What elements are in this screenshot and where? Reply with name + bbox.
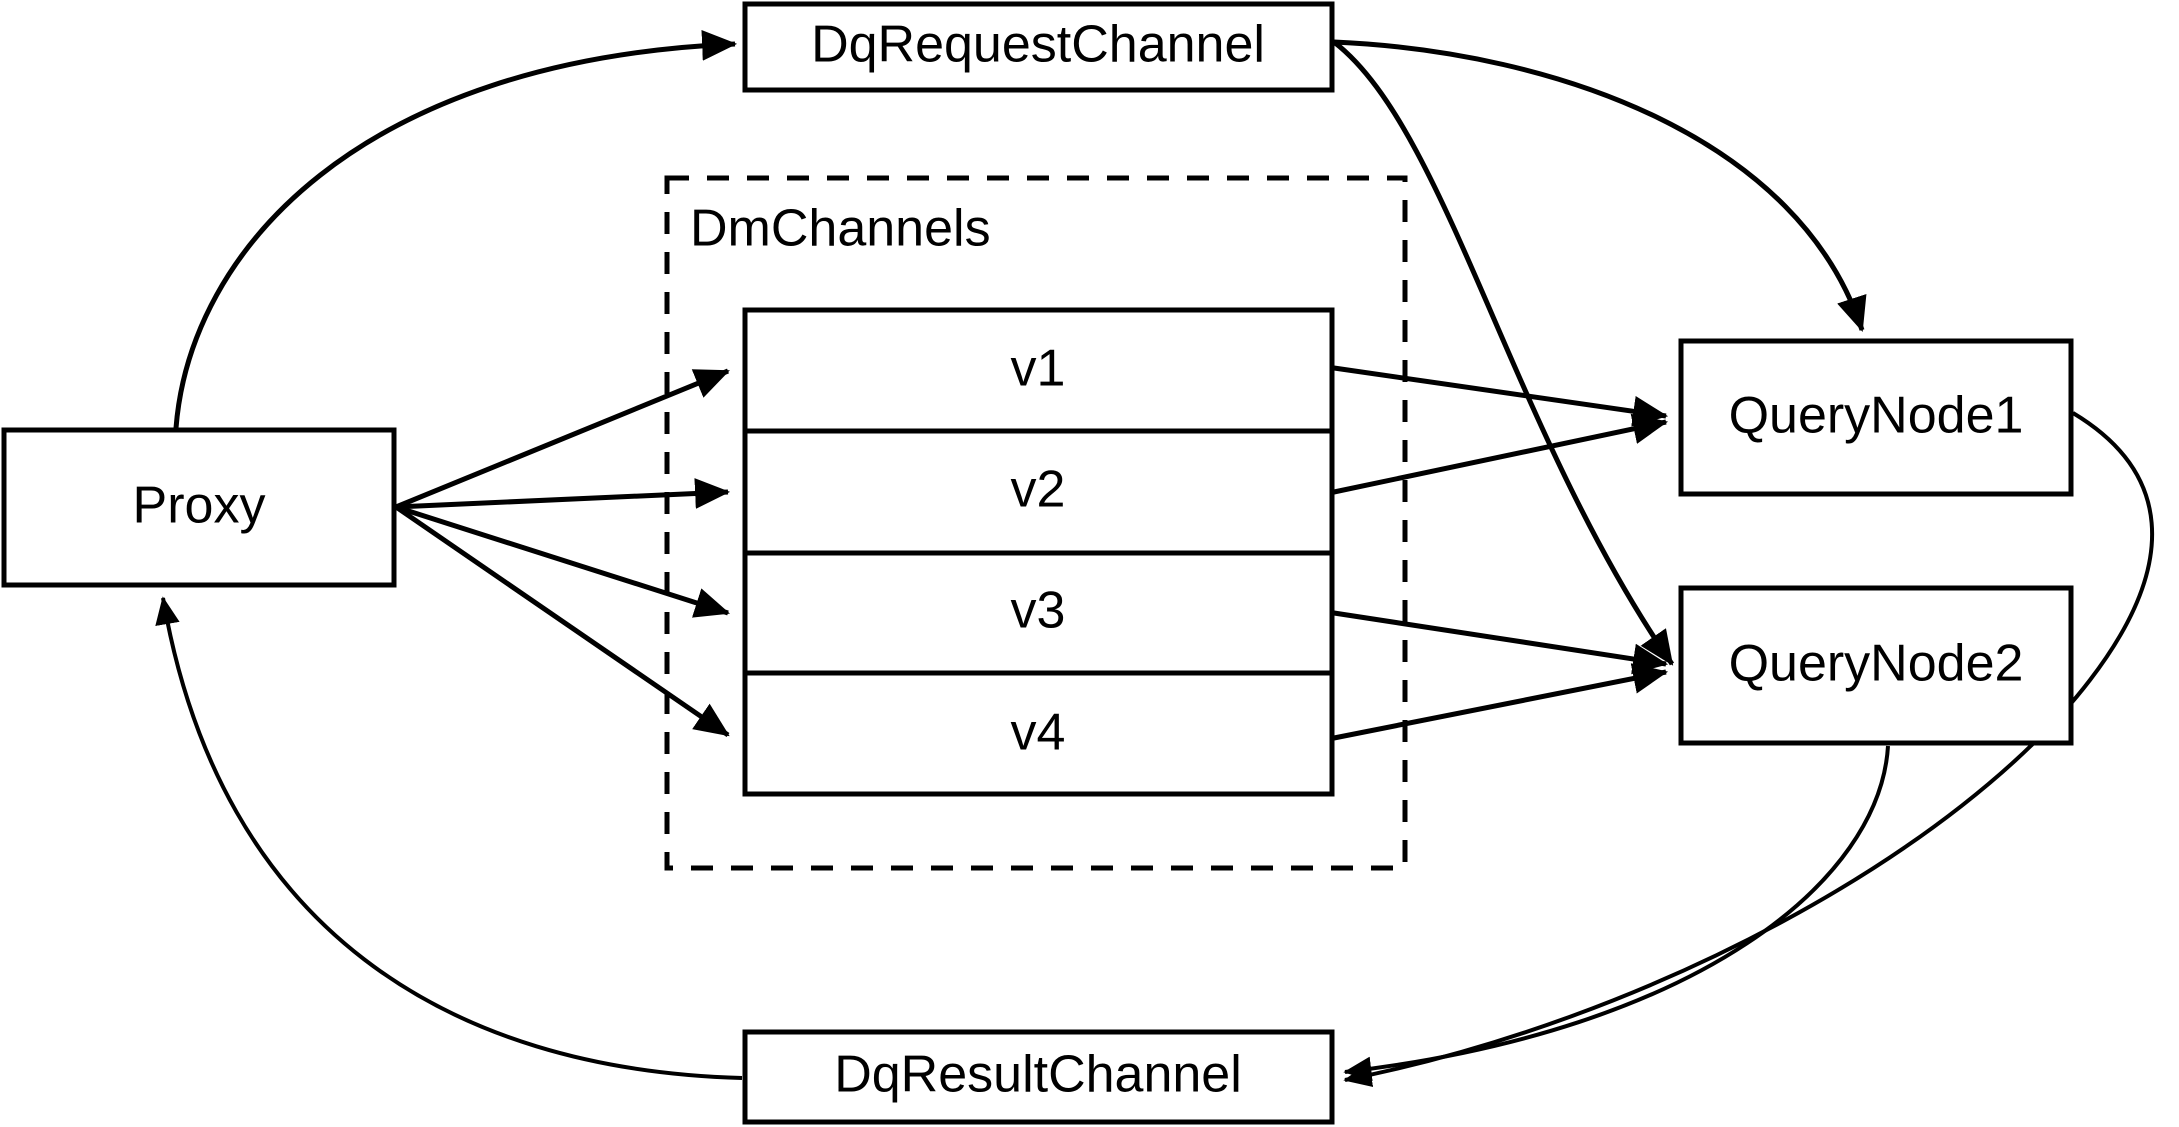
query-node-1-box[interactable]: [1678, 338, 2074, 497]
edge-dq-request-channel-to-query-node-2: [1332, 40, 1675, 666]
dq-request-channel-label: DqRequestChannel: [811, 16, 1265, 74]
dm-channel-slot-v2-label[interactable]: v2: [1011, 461, 1066, 519]
edge-v2-to-query-node-1: [1333, 413, 1669, 495]
edge-proxy-to-v3: [395, 504, 731, 618]
node-query-node-2[interactable]: QueryNode2: [1678, 585, 2074, 746]
node-proxy[interactable]: Proxy: [1, 427, 397, 588]
edge-v4-to-query-node-2: [1333, 663, 1669, 741]
dm-channels-group-label: DmChannels: [690, 200, 991, 258]
dq-request-channel-box[interactable]: [742, 1, 1335, 93]
dm-channel-slot-v1-label[interactable]: v1: [1011, 340, 1066, 398]
query-node-2-box[interactable]: [1678, 585, 2074, 746]
edge-v3-to-query-node-2: [1333, 610, 1669, 675]
dq-result-channel-box[interactable]: [742, 1029, 1335, 1125]
edge-dq-result-channel-to-proxy: [155, 596, 743, 1080]
edge-dq-request-channel-to-query-node-1: [1333, 39, 1867, 332]
node-query-node-1[interactable]: QueryNode1: [1678, 338, 2074, 497]
edge-query-node-1-to-dq-result-channel: [1343, 411, 2155, 1087]
edge-proxy-to-v4: [394, 504, 730, 738]
edge-proxy-to-v1: [395, 368, 730, 510]
dm-channels-group-border: [664, 175, 1408, 871]
dm-channels-slot-stack[interactable]: v1 v2 v3 v4: [742, 307, 1335, 797]
edge-v1-to-query-node-1: [1333, 365, 1669, 427]
query-node-2-label: QueryNode2: [1729, 635, 2024, 693]
edge-layer: [155, 30, 2155, 1087]
edge-proxy-to-v2: [395, 478, 731, 510]
query-node-1-label: QueryNode1: [1729, 387, 2024, 445]
dm-channel-slot-v4-label[interactable]: v4: [1011, 704, 1066, 762]
edge-proxy-to-dq-request-channel: [173, 30, 738, 429]
node-dq-request-channel[interactable]: DqRequestChannel: [742, 1, 1335, 93]
dm-channels-group: DmChannels: [664, 175, 1408, 871]
dm-channel-slot-v3-label[interactable]: v3: [1011, 582, 1066, 640]
edge-query-node-2-to-dq-result-channel: [1343, 745, 1890, 1082]
proxy-box[interactable]: [1, 427, 397, 588]
dq-result-channel-label: DqResultChannel: [834, 1046, 1242, 1104]
proxy-label: Proxy: [133, 477, 266, 535]
node-dq-result-channel[interactable]: DqResultChannel: [742, 1029, 1335, 1125]
